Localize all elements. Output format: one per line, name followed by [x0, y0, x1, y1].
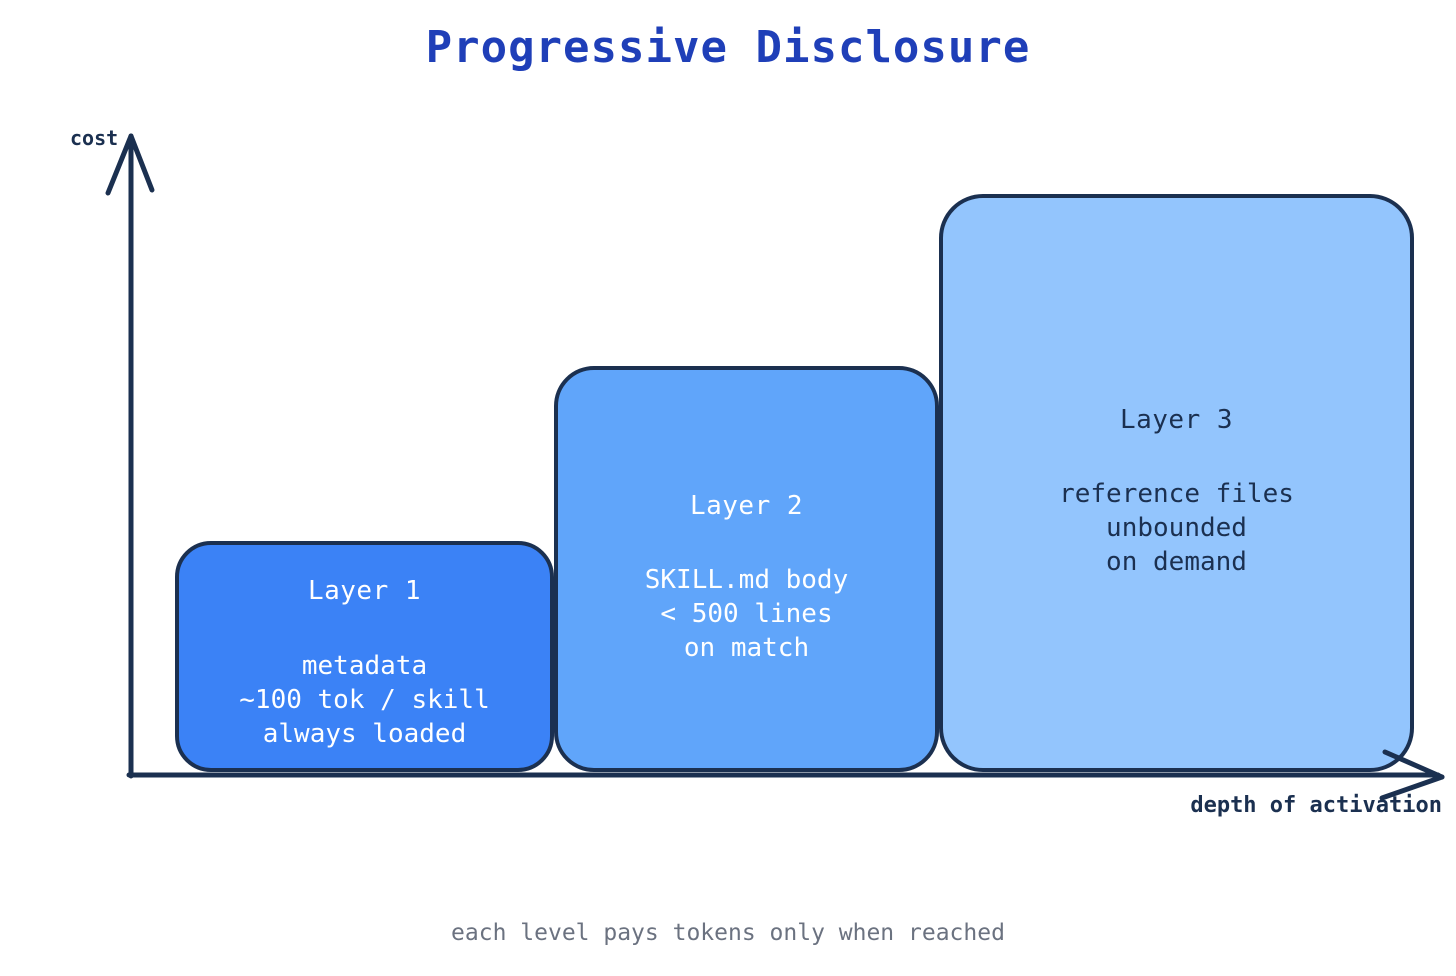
y-axis-arrowhead-right: [128, 133, 155, 193]
layer-box-3[interactable]: Layer 3 reference files unbounded on dem…: [939, 194, 1414, 772]
page-title: Progressive Disclosure: [425, 22, 1031, 73]
figure-caption: each level pays tokens only when reached: [451, 920, 1005, 946]
y-axis-label: cost: [70, 126, 119, 150]
layer-3-heading: Layer 3: [1119, 405, 1234, 435]
layer-box-1[interactable]: Layer 1 metadata ~100 tok / skill always…: [175, 541, 554, 772]
layer-3-body: reference files unbounded on demand: [1059, 478, 1294, 578]
layer-2-heading: Layer 2: [689, 491, 804, 521]
layer-1-heading: Layer 1: [307, 576, 422, 606]
layer-1-body: metadata ~100 tok / skill always loaded: [239, 650, 490, 750]
layer-box-2[interactable]: Layer 2 SKILL.md body < 500 lines on mat…: [554, 366, 939, 772]
x-axis-label: depth of activation: [1190, 793, 1442, 818]
layer-2-body: SKILL.md body < 500 lines on match: [644, 564, 849, 664]
